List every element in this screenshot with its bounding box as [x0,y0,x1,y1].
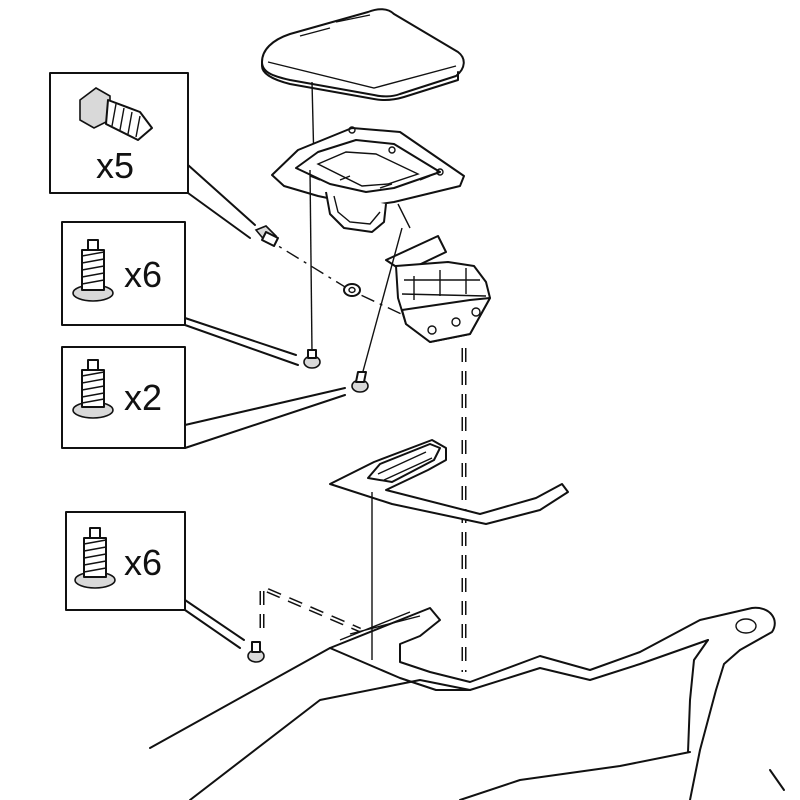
small-screw-lower-left [303,349,321,369]
bezel-frame-part [271,126,465,233]
callout-box-screw-5: x5 [49,72,256,239]
callout-box-flange-screw-6b: x6 [65,511,245,649]
quantity-label-x5: x5 [96,145,134,186]
guide-line-screw-axis [261,235,411,319]
storage-lid-part [261,8,465,102]
washer-part [343,283,361,297]
console-base-part [149,606,785,800]
quantity-label-x2: x2 [124,377,162,418]
small-screw-lower-right [351,371,369,393]
self-tapping-screw-icon [79,87,153,141]
callout-box-flange-screw-2: x2 [61,346,346,449]
guide-line-hinge [361,227,403,376]
trim-frame-part [329,439,569,525]
screw-part [254,225,279,247]
guide-line-bezel-hinge [397,203,411,229]
guide-line-bezel [309,169,313,353]
flange-screw-icon [72,239,114,302]
quantity-label-x6-lower: x6 [124,542,162,583]
hinge-bracket-part [385,235,491,343]
callout-box-flange-screw-6a: x6 [61,221,299,366]
quantity-label-x6-upper: x6 [124,254,162,295]
dashed-routing-line-lower [259,584,361,633]
small-screw-bottom [247,641,265,663]
flange-screw-icon [74,527,116,589]
flange-screw-icon [72,359,114,419]
